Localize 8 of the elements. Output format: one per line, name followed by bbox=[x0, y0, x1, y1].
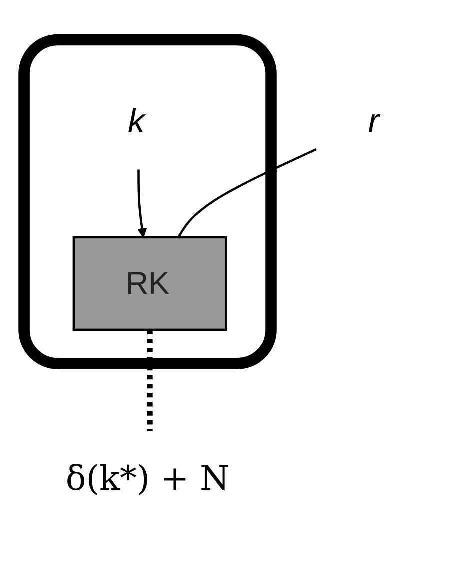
connector bbox=[147, 330, 153, 432]
node-text: k bbox=[128, 102, 145, 140]
node-box: RK bbox=[72, 236, 228, 331]
cluster bbox=[18, 34, 277, 370]
node-text: r bbox=[368, 102, 380, 140]
connector bbox=[178, 148, 317, 238]
arrow bbox=[137, 170, 148, 238]
node-text: δ(k*) + N bbox=[66, 459, 230, 499]
